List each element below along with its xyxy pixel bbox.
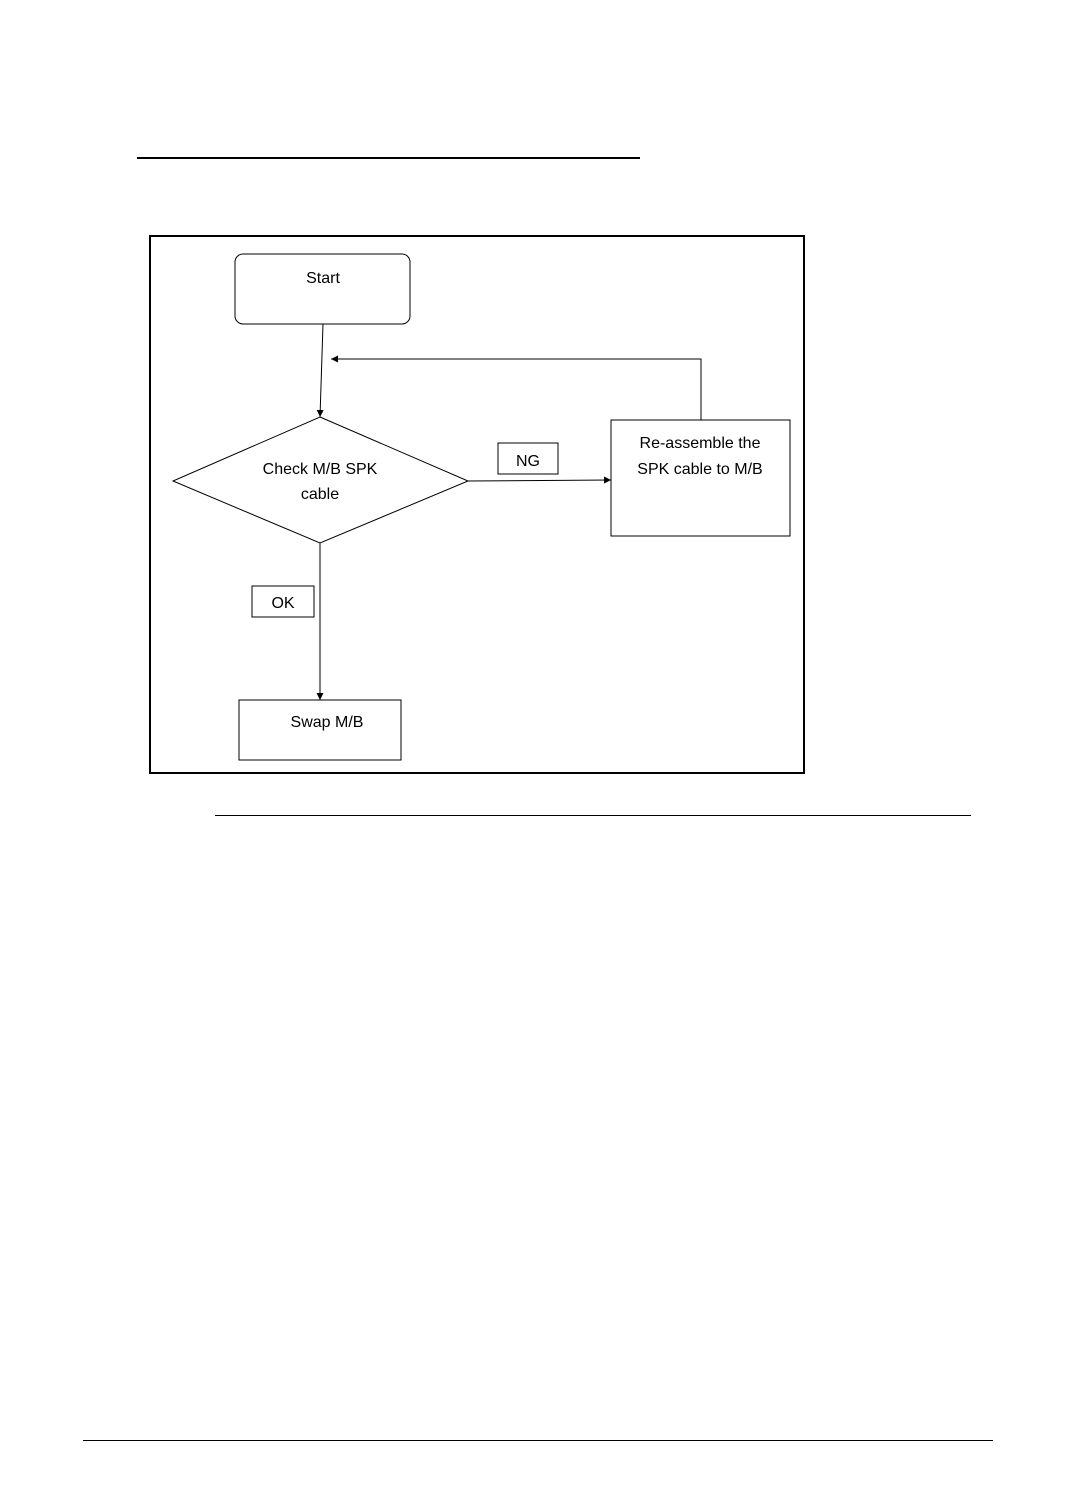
node-reassemble-label-line1: Re-assemble the bbox=[640, 435, 761, 452]
flowchart: Start Check M/B SPK cable Re-assemble th… bbox=[148, 234, 806, 775]
edge-label-ng: NG bbox=[498, 443, 558, 474]
footer-rule bbox=[83, 1440, 993, 1441]
svg-text:OK: OK bbox=[271, 595, 294, 612]
node-swap: Swap M/B bbox=[239, 700, 401, 760]
node-reassemble-label-line2: SPK cable to M/B bbox=[637, 461, 762, 478]
node-start: Start bbox=[235, 254, 410, 324]
edge-reassemble-loop-back bbox=[331, 359, 701, 420]
node-swap-label: Swap M/B bbox=[291, 714, 364, 731]
edge-check-to-reassemble bbox=[468, 480, 611, 481]
edge-label-ok: OK bbox=[252, 586, 314, 617]
title-underline bbox=[137, 157, 640, 159]
node-check-decision: Check M/B SPK cable bbox=[173, 417, 468, 543]
node-start-label: Start bbox=[306, 270, 340, 287]
node-check-label-line1: Check M/B SPK bbox=[263, 461, 378, 478]
edge-start-to-check bbox=[320, 324, 323, 417]
section-divider bbox=[215, 815, 971, 816]
svg-text:NG: NG bbox=[516, 453, 540, 470]
node-check-label-line2: cable bbox=[301, 486, 339, 503]
node-reassemble: Re-assemble the SPK cable to M/B bbox=[611, 420, 790, 536]
